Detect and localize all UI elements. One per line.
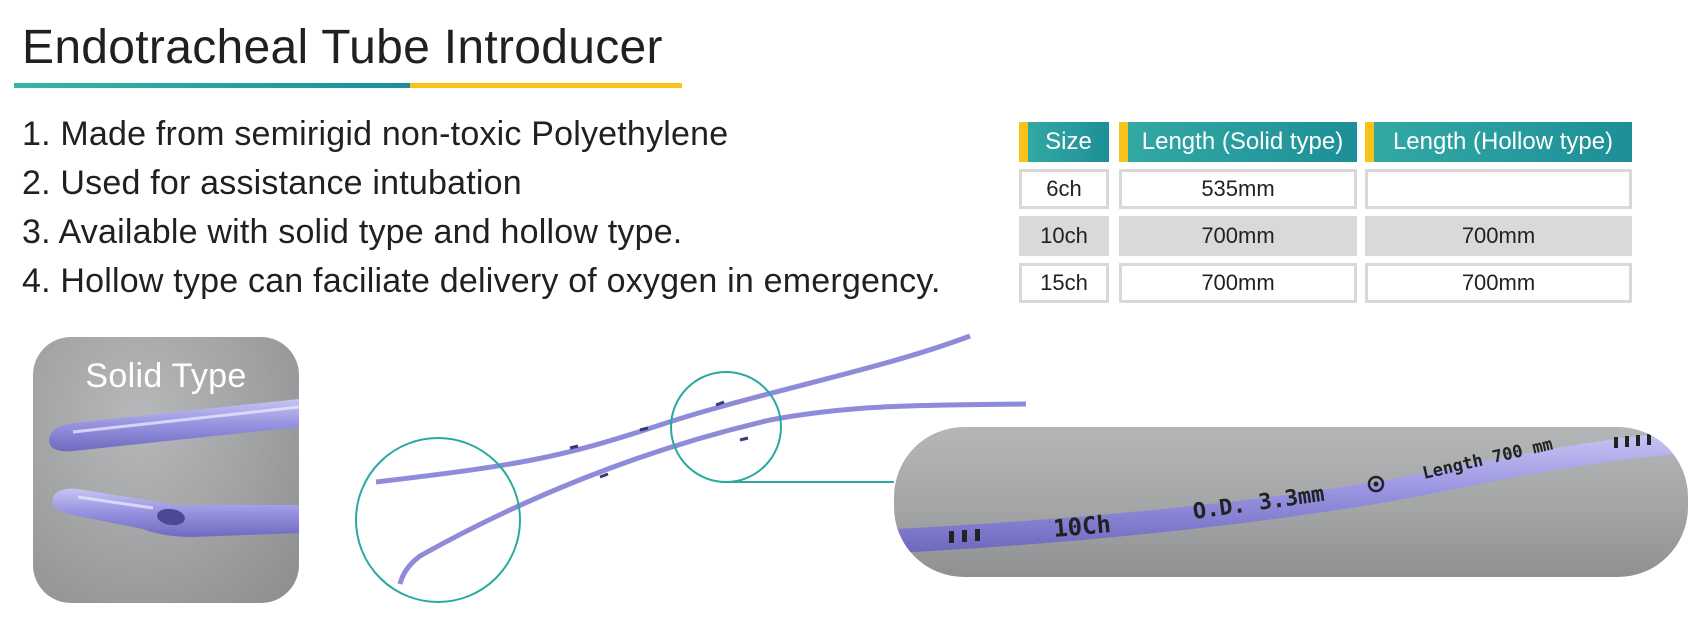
closeup-tube: 10Ch O.D. 3.3mm Length 700 mm [894, 431, 1688, 553]
header-size: Size [1019, 122, 1109, 162]
table-cell-hollow: 700mm [1365, 216, 1632, 256]
marking-symbol [1367, 475, 1385, 493]
magnifier-circle-tip [355, 437, 521, 603]
page-title: Endotracheal Tube Introducer [22, 21, 663, 74]
solid-tube-tips-illustration [49, 399, 299, 537]
feature-item: 2. Used for assistance intubation [22, 164, 522, 202]
table-cell-size: 10ch [1019, 216, 1109, 256]
solid-type-label: Solid Type [85, 357, 247, 395]
feature-item: 1. Made from semirigid non-toxic Polyeth… [22, 115, 729, 153]
title-underline-yellow [410, 83, 682, 88]
marking-size: 10Ch [1052, 510, 1112, 543]
feature-item: 4. Hollow type can faciliate delivery of… [22, 262, 941, 300]
tick-marks-left [949, 529, 980, 543]
feature-item: 3. Available with solid type and hollow … [22, 213, 683, 251]
table-cell-hollow: 700mm [1365, 263, 1632, 303]
table-cell-solid: 700mm [1119, 216, 1357, 256]
solid-type-photo: Solid Type [33, 337, 299, 603]
solid-tube [375, 333, 971, 485]
title-underline-teal [14, 83, 410, 88]
table-cell-hollow [1365, 169, 1632, 209]
table-cell-solid: 535mm [1119, 169, 1357, 209]
table-cell-solid: 700mm [1119, 263, 1357, 303]
tube-marking-closeup: 10Ch O.D. 3.3mm Length 700 mm [894, 427, 1688, 577]
table-cell-size: 15ch [1019, 263, 1109, 303]
magnifier-circle-marking [670, 371, 782, 483]
feature-list: 1. Made from semirigid non-toxic Polyeth… [22, 110, 941, 306]
hollow-tube [397, 401, 1027, 585]
table-cell-size: 6ch [1019, 169, 1109, 209]
tick-marks-right [1614, 434, 1651, 448]
header-length-hollow: Length (Hollow type) [1365, 122, 1632, 162]
tube-markings [569, 400, 749, 479]
header-length-solid: Length (Solid type) [1119, 122, 1357, 162]
